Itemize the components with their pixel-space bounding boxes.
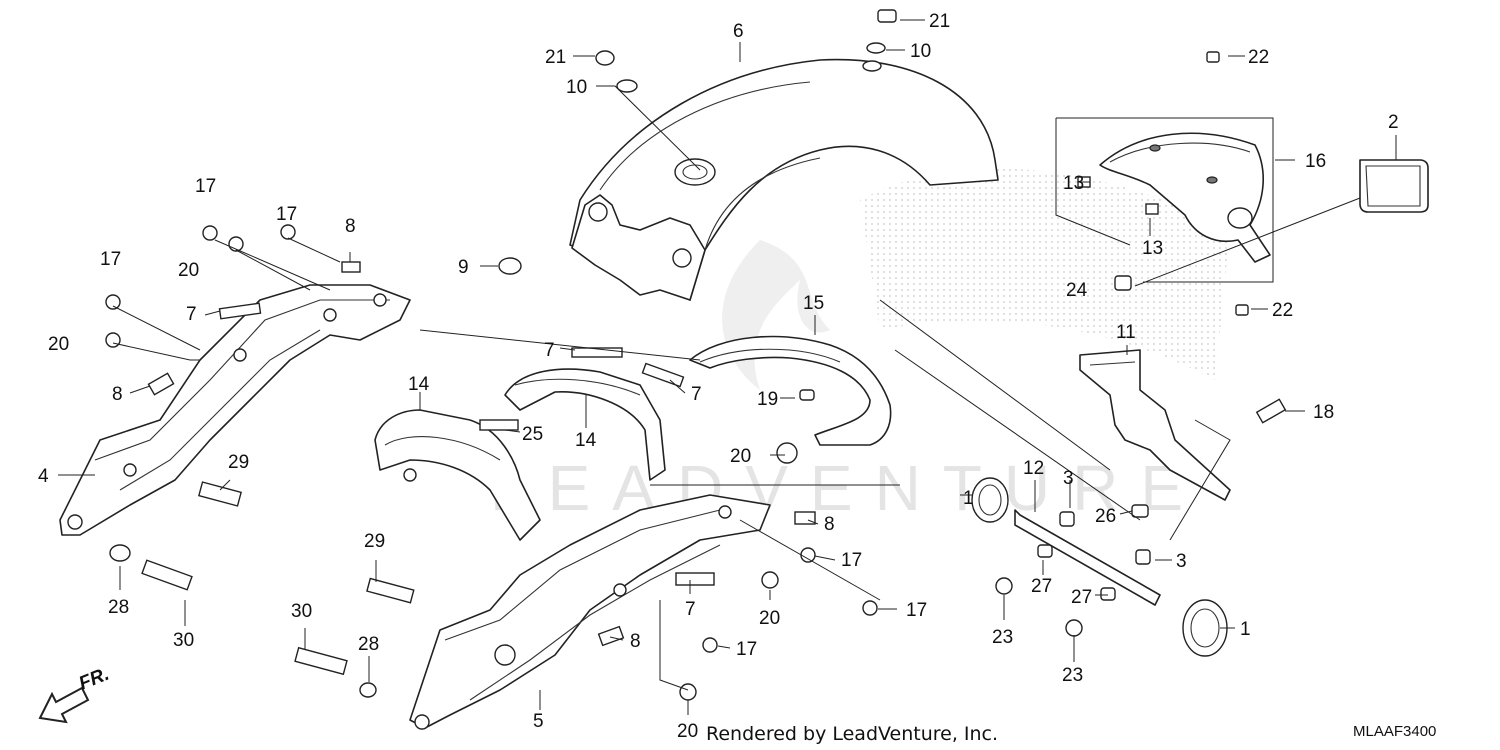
callout-3-lower: 3: [1176, 551, 1187, 572]
callout-17-f: 17: [736, 639, 757, 660]
callout-10-left: 10: [566, 77, 587, 98]
callout-28-right: 28: [358, 634, 379, 655]
leader-lines: [58, 19, 1397, 715]
tail-mount-bracket: [1079, 349, 1231, 501]
callout-30-left: 30: [291, 601, 312, 622]
front-label: FR.: [76, 664, 112, 695]
license-light-lens: [1359, 159, 1429, 213]
callout-17-e: 17: [906, 600, 927, 621]
callout-2: 2: [1388, 112, 1399, 133]
callout-8-a: 8: [345, 216, 356, 237]
callout-8-c: 8: [824, 514, 835, 535]
callout-17-b: 17: [276, 204, 297, 225]
callout-20-e: 20: [677, 721, 698, 742]
hardware: [105, 9, 1287, 701]
callout-11: 11: [1116, 322, 1136, 343]
callout-27-left: 27: [1031, 576, 1052, 597]
callout-7-a: 7: [186, 304, 197, 325]
license-bracket-assembly: [1055, 117, 1274, 283]
callout-10-right: 10: [910, 41, 931, 62]
callout-30-right: 30: [173, 630, 194, 651]
callout-21-right: 21: [929, 11, 950, 32]
callout-20-b: 20: [48, 334, 69, 355]
fender-cover-right: [504, 368, 666, 481]
callout-20-c: 20: [730, 446, 751, 467]
callout-27-right: 27: [1071, 587, 1092, 608]
diagram-code: MLAAF3400: [1353, 723, 1436, 740]
callout-17-c: 17: [100, 249, 121, 270]
callout-1-lower: 1: [1240, 619, 1251, 640]
callout-14-left: 14: [408, 374, 430, 395]
callout-26: 26: [1095, 506, 1116, 527]
callout-20-a: 20: [178, 260, 199, 281]
callout-15: 15: [803, 293, 824, 314]
callout-3-upper: 3: [1063, 468, 1074, 489]
callout-13-b: 13: [1142, 238, 1163, 259]
callout-labels: 1 1 2 3 3 4 5 6 7 7 7 7 8 8 8 8 9 10 10 …: [38, 11, 1399, 742]
callout-8-b: 8: [112, 384, 123, 405]
front-direction-indicator: FR.: [38, 664, 112, 724]
callout-17-d: 17: [841, 550, 862, 571]
callout-9: 9: [458, 257, 469, 278]
fender-cover-left: [374, 409, 541, 541]
callout-19: 19: [757, 389, 778, 410]
callout-6: 6: [733, 21, 744, 42]
callout-23-left: 23: [992, 627, 1013, 648]
callout-25: 25: [522, 424, 543, 445]
callout-17-a: 17: [195, 176, 216, 197]
callout-18: 18: [1313, 402, 1334, 423]
callout-28-left: 28: [108, 597, 129, 618]
callout-21-left: 21: [545, 47, 566, 68]
callout-8-d: 8: [630, 631, 641, 652]
callout-7-c: 7: [691, 384, 702, 405]
reflector-stay: [971, 477, 1228, 657]
right-fender-stay: [409, 494, 771, 730]
front-arrow-icon: [38, 686, 90, 724]
callout-23-right: 23: [1062, 665, 1083, 686]
callout-24: 24: [1066, 280, 1088, 301]
grab-rail: [689, 335, 892, 446]
callout-5: 5: [533, 711, 544, 732]
credit-text: Rendered by LeadVenture, Inc.: [706, 723, 998, 745]
callout-20-d: 20: [759, 608, 780, 629]
callout-16: 16: [1305, 151, 1326, 172]
callout-7-d: 7: [685, 599, 696, 620]
callout-7-b: 7: [544, 340, 555, 361]
callout-4: 4: [38, 466, 49, 487]
callout-12: 12: [1023, 458, 1044, 479]
callout-14-right: 14: [575, 430, 597, 451]
callout-29-lower: 29: [364, 531, 385, 552]
callout-22-bottom: 22: [1272, 300, 1293, 321]
rear-fender: [569, 58, 999, 301]
callout-22-top: 22: [1248, 47, 1269, 68]
callout-1-upper: 1: [963, 488, 974, 509]
callout-29-upper: 29: [228, 452, 249, 473]
callout-13-a: 13: [1063, 173, 1084, 194]
